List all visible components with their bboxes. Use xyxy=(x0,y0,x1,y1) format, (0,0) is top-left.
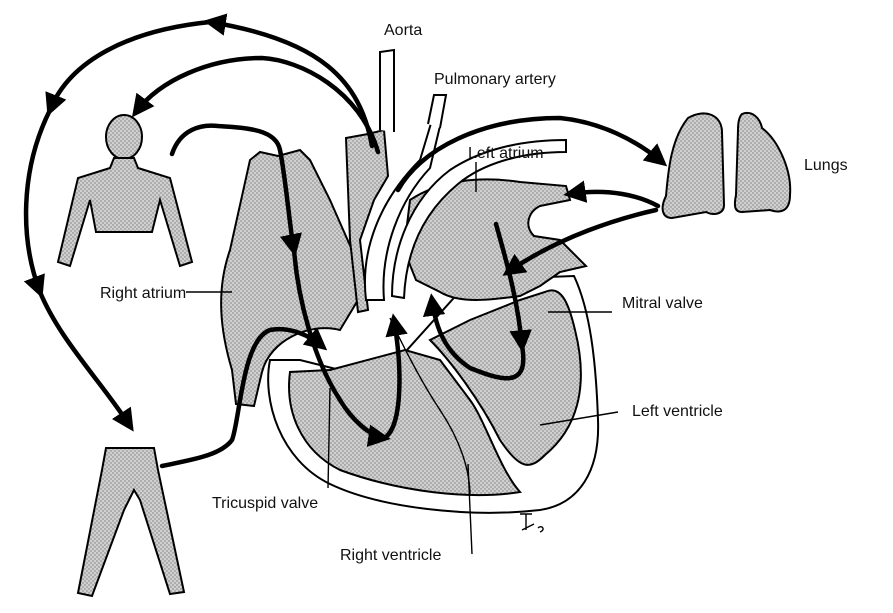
flow-left-ventricle-to-aorta xyxy=(422,293,526,381)
flow-to-legs xyxy=(37,289,134,432)
label-right-atrium: Right atrium xyxy=(100,285,186,302)
label-mitral-valve: Mitral valve xyxy=(622,295,703,312)
flow-right-atrium-to-ventricle xyxy=(291,247,391,447)
flow-ventricle-to-pulmonary xyxy=(381,313,408,441)
flow-head-to-heart xyxy=(169,123,302,257)
label-left-atrium: Left atrium xyxy=(468,145,544,162)
label-pulmonary-artery: Pulmonary artery xyxy=(434,71,556,88)
flow-pulmonary-to-lungs xyxy=(395,115,668,193)
lower-body-figure xyxy=(76,447,186,598)
flow-lungs-to-atrium-lower xyxy=(502,207,659,276)
great-vessels xyxy=(344,48,567,314)
flow-head-loop xyxy=(45,19,213,117)
flow-lungs-to-atrium-upper xyxy=(563,180,661,209)
flow-aorta-to-head-near xyxy=(131,55,381,155)
label-right-ventricle: Right ventricle xyxy=(340,547,441,564)
label-tricuspid-valve: Tricuspid valve xyxy=(212,495,318,512)
flow-body-down-left xyxy=(23,107,53,299)
label-aorta: Aorta xyxy=(384,22,422,39)
upper-body-figure xyxy=(56,114,194,268)
leader-lines xyxy=(186,162,619,555)
lungs-shape xyxy=(661,112,792,220)
label-lungs: Lungs xyxy=(804,157,848,174)
flow-legs-to-heart xyxy=(159,326,328,469)
flow-atrium-to-left-ventricle xyxy=(493,221,532,353)
artist-signature xyxy=(520,513,544,533)
blood-flow-arrows xyxy=(23,13,668,469)
label-left-ventricle: Left ventricle xyxy=(632,403,723,420)
